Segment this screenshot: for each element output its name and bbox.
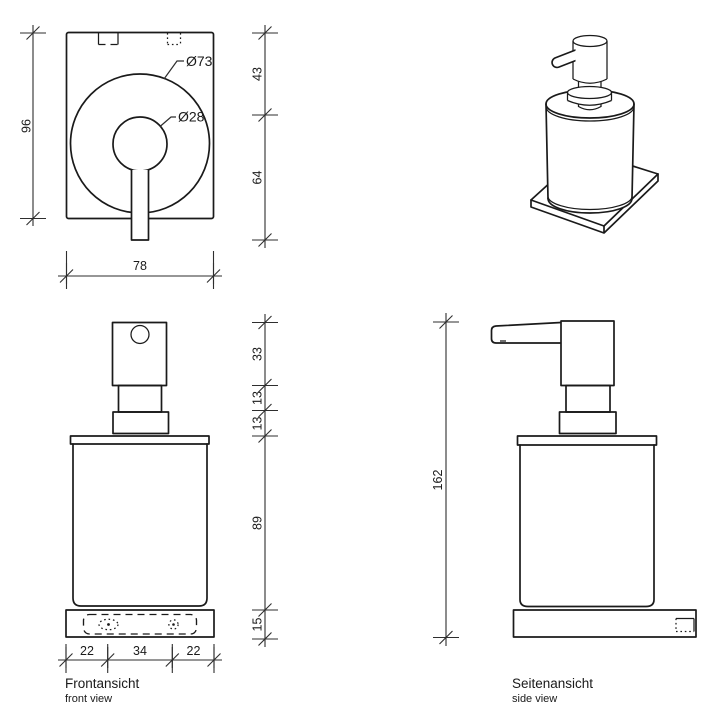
svg-text:22: 22	[80, 644, 94, 658]
side-view-subtitle: side view	[512, 693, 557, 705]
svg-text:64: 64	[251, 171, 265, 185]
svg-text:89: 89	[251, 516, 265, 530]
dimension-height-96: 96	[19, 25, 47, 226]
svg-text:78: 78	[133, 259, 147, 273]
side-bottle-body	[519, 444, 655, 608]
mounting-slot-left	[97, 33, 119, 46]
iso-spout	[551, 49, 576, 69]
top-view: Ø73 Ø28 96 78 43 64	[19, 25, 279, 290]
dimension-chain-43-64: 43 64	[251, 25, 279, 248]
side-spout	[490, 321, 562, 344]
label-outer-diameter: Ø73	[186, 53, 213, 69]
front-pump-head	[111, 321, 168, 387]
front-lid	[69, 435, 210, 445]
label-inner-diameter: Ø28	[178, 109, 205, 125]
front-view: 33 13 13 89 15 22 34 22 Frontansicht fro…	[58, 314, 279, 705]
side-pump-collar	[558, 411, 617, 435]
pump-lever-top	[130, 170, 150, 241]
front-view-subtitle: front view	[65, 693, 112, 705]
front-bottle-body	[72, 443, 208, 607]
mounting-slot-right	[166, 33, 182, 46]
iso-view	[530, 34, 659, 234]
front-view-title: Frontansicht	[65, 676, 140, 691]
svg-text:162: 162	[431, 470, 445, 491]
dimension-chain-front-width: 22 34 22	[58, 644, 222, 674]
side-pump-neck	[565, 384, 611, 413]
iso-pump-collar	[566, 85, 613, 106]
side-lid	[516, 435, 658, 446]
svg-text:34: 34	[133, 644, 147, 658]
leader-inner-diameter	[159, 116, 176, 127]
side-base-hidden-detail	[675, 617, 695, 633]
front-pump-collar	[112, 411, 170, 435]
front-base-hidden-detail	[82, 613, 198, 635]
iso-pump-head	[572, 34, 608, 84]
side-view: 162 Seitenansicht side view	[431, 313, 697, 705]
leader-outer-diameter	[163, 60, 184, 80]
dimension-total-height-162: 162	[431, 313, 460, 646]
svg-text:22: 22	[187, 644, 201, 658]
front-pump-neck	[117, 384, 163, 413]
svg-text:33: 33	[251, 347, 265, 361]
iso-bottle	[545, 89, 635, 214]
svg-text:15: 15	[251, 618, 265, 632]
front-base-plate	[65, 609, 215, 638]
svg-text:43: 43	[251, 67, 265, 81]
svg-text:13: 13	[251, 391, 265, 405]
side-view-title: Seitenansicht	[512, 676, 593, 691]
svg-text:13: 13	[251, 417, 265, 431]
svg-text:96: 96	[20, 119, 34, 133]
dimension-width-78: 78	[58, 251, 222, 290]
side-pump-head	[560, 320, 615, 387]
dimension-chain-front-height: 33 13 13 89 15	[251, 314, 279, 647]
front-spout-opening	[130, 324, 150, 345]
side-base-plate	[512, 609, 697, 638]
